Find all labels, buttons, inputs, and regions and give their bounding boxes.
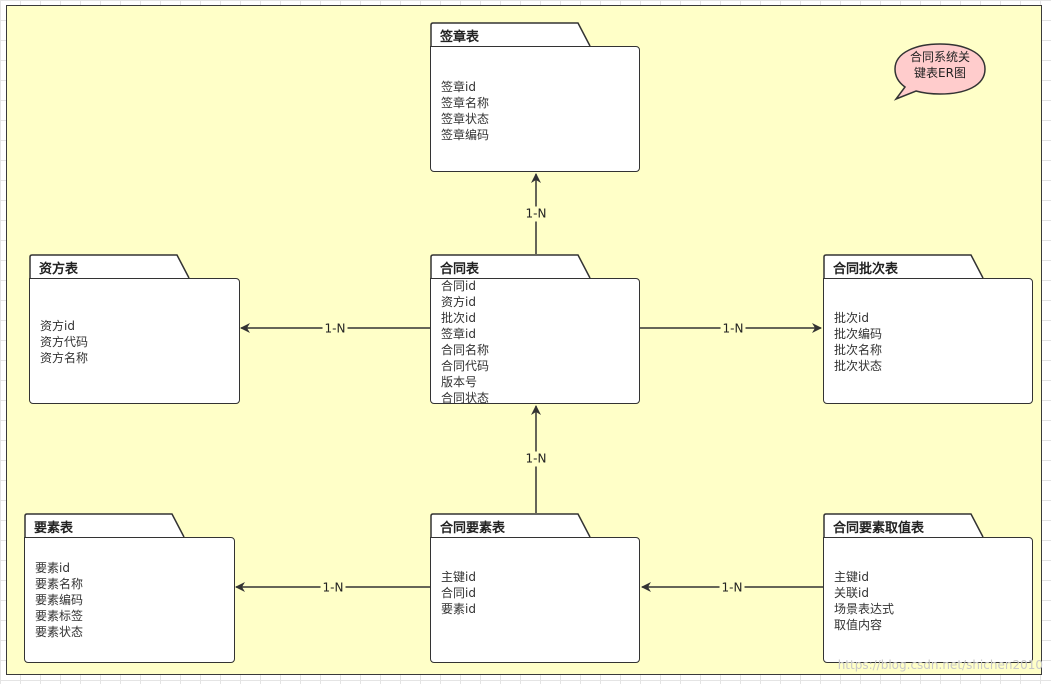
entity-field: 批次id bbox=[834, 311, 869, 325]
entity-title: 要素表 bbox=[34, 521, 74, 536]
entity-tab-shape bbox=[430, 254, 591, 278]
entity-field: 合同代码 bbox=[441, 359, 490, 373]
entity-field: 资方id bbox=[40, 319, 75, 333]
entity-batch[interactable]: 合同批次表 批次id 批次编码批次名称批次状态 bbox=[823, 254, 1033, 404]
entity-fields: 主键id 合同id 要素id bbox=[441, 569, 476, 617]
entity-field: 合同状态 bbox=[441, 391, 490, 404]
entity-field: 批次状态 bbox=[834, 359, 883, 373]
entity-field: 版本号 bbox=[441, 375, 478, 389]
entity-field: 要素编码 bbox=[35, 593, 84, 607]
relation-label-contract-batch: 1-N bbox=[720, 321, 746, 337]
entity-field: 批次名称 bbox=[834, 343, 883, 357]
entity-field: 批次编码 bbox=[834, 327, 883, 341]
entity-tab-shape bbox=[430, 513, 591, 537]
entity-field: 主键id bbox=[834, 570, 869, 584]
watermark: https://blog.csdn.net/shichen2010 bbox=[837, 658, 1043, 672]
entity-tab-shape bbox=[823, 513, 984, 537]
entity-tab-shape bbox=[29, 254, 190, 278]
entity-body: 签章id 签章名称签章状态签章编码 bbox=[430, 46, 640, 172]
entity-field: 要素id bbox=[35, 561, 70, 575]
entity-element-value[interactable]: 合同要素取值表 主键id 关联id 场景表达式取值内容 bbox=[823, 513, 1033, 663]
entity-title: 合同要素表 bbox=[440, 521, 506, 536]
entity-field: 签章状态 bbox=[441, 112, 490, 126]
entity-tab-shape bbox=[823, 254, 984, 278]
entity-fields: 批次id 批次编码批次名称批次状态 bbox=[834, 310, 882, 374]
entity-contract[interactable]: 合同表 合同id 资方id 批次id 签章id 合同名称合同代码版本号合同状态 bbox=[430, 254, 640, 404]
relation-label-contractelement-element: 1-N bbox=[320, 580, 346, 596]
entity-field: 资方id bbox=[441, 295, 476, 309]
entity-field: 合同名称 bbox=[441, 343, 490, 357]
entity-body: 资方id 资方代码资方名称 bbox=[29, 278, 240, 404]
entity-field: 关联id bbox=[834, 586, 869, 600]
entity-sign[interactable]: 签章表 签章id 签章名称签章状态签章编码 bbox=[430, 22, 640, 172]
entity-field: 签章编码 bbox=[441, 128, 490, 142]
entity-title: 合同表 bbox=[440, 262, 480, 277]
entity-field: 要素名称 bbox=[35, 577, 84, 591]
relation-label-contract-sign: 1-N bbox=[523, 206, 549, 222]
entity-body: 批次id 批次编码批次名称批次状态 bbox=[823, 278, 1033, 404]
entity-title: 资方表 bbox=[39, 262, 79, 277]
entity-field: 资方名称 bbox=[40, 351, 89, 365]
note-line: 键表ER图 bbox=[914, 66, 966, 80]
entity-body: 要素id 要素名称要素编码要素标签要素状态 bbox=[24, 537, 235, 663]
entity-party[interactable]: 资方表 资方id 资方代码资方名称 bbox=[29, 254, 240, 404]
entity-contract-element[interactable]: 合同要素表 主键id 合同id 要素id bbox=[430, 513, 640, 663]
note-line: 合同系统关 bbox=[909, 50, 970, 64]
entity-fields: 资方id 资方代码资方名称 bbox=[40, 318, 88, 366]
entity-field: 合同id bbox=[441, 279, 476, 293]
entity-field: 要素标签 bbox=[35, 609, 84, 623]
entity-field: 场景表达式 bbox=[834, 602, 895, 616]
entity-field: 资方代码 bbox=[40, 335, 89, 349]
entity-body: 主键id 合同id 要素id bbox=[430, 537, 640, 663]
entity-fields: 合同id 资方id 批次id 签章id 合同名称合同代码版本号合同状态 bbox=[441, 279, 490, 404]
entity-element[interactable]: 要素表 要素id 要素名称要素编码要素标签要素状态 bbox=[24, 513, 235, 663]
entity-tab-shape bbox=[24, 513, 185, 537]
entity-field: 合同id bbox=[441, 586, 476, 600]
relation-label-contract-party: 1-N bbox=[322, 321, 348, 337]
note-text: 合同系统关 键表ER图 bbox=[896, 49, 984, 81]
entity-fields: 签章id 签章名称签章状态签章编码 bbox=[441, 79, 489, 143]
entity-title: 签章表 bbox=[440, 30, 480, 45]
note-callout bbox=[893, 43, 986, 101]
entity-fields: 主键id 关联id 场景表达式取值内容 bbox=[834, 569, 894, 633]
entity-title: 合同批次表 bbox=[833, 262, 899, 277]
entity-field: 签章id bbox=[441, 80, 476, 94]
entity-body: 合同id 资方id 批次id 签章id 合同名称合同代码版本号合同状态 bbox=[430, 278, 640, 404]
entity-field: 主键id bbox=[441, 570, 476, 584]
entity-fields: 要素id 要素名称要素编码要素标签要素状态 bbox=[35, 560, 83, 640]
entity-field: 取值内容 bbox=[834, 618, 883, 632]
entity-field: 要素状态 bbox=[35, 625, 84, 639]
entity-tab-shape bbox=[430, 22, 591, 46]
entity-field: 签章id bbox=[441, 327, 476, 341]
relation-label-elementvalue-contractelement: 1-N bbox=[719, 580, 745, 596]
entity-field: 签章名称 bbox=[441, 96, 490, 110]
entity-body: 主键id 关联id 场景表达式取值内容 bbox=[823, 537, 1033, 663]
entity-title: 合同要素取值表 bbox=[833, 521, 925, 536]
entity-field: 要素id bbox=[441, 602, 476, 616]
relation-label-contractelement-contract: 1-N bbox=[523, 451, 549, 467]
entity-field: 批次id bbox=[441, 311, 476, 325]
